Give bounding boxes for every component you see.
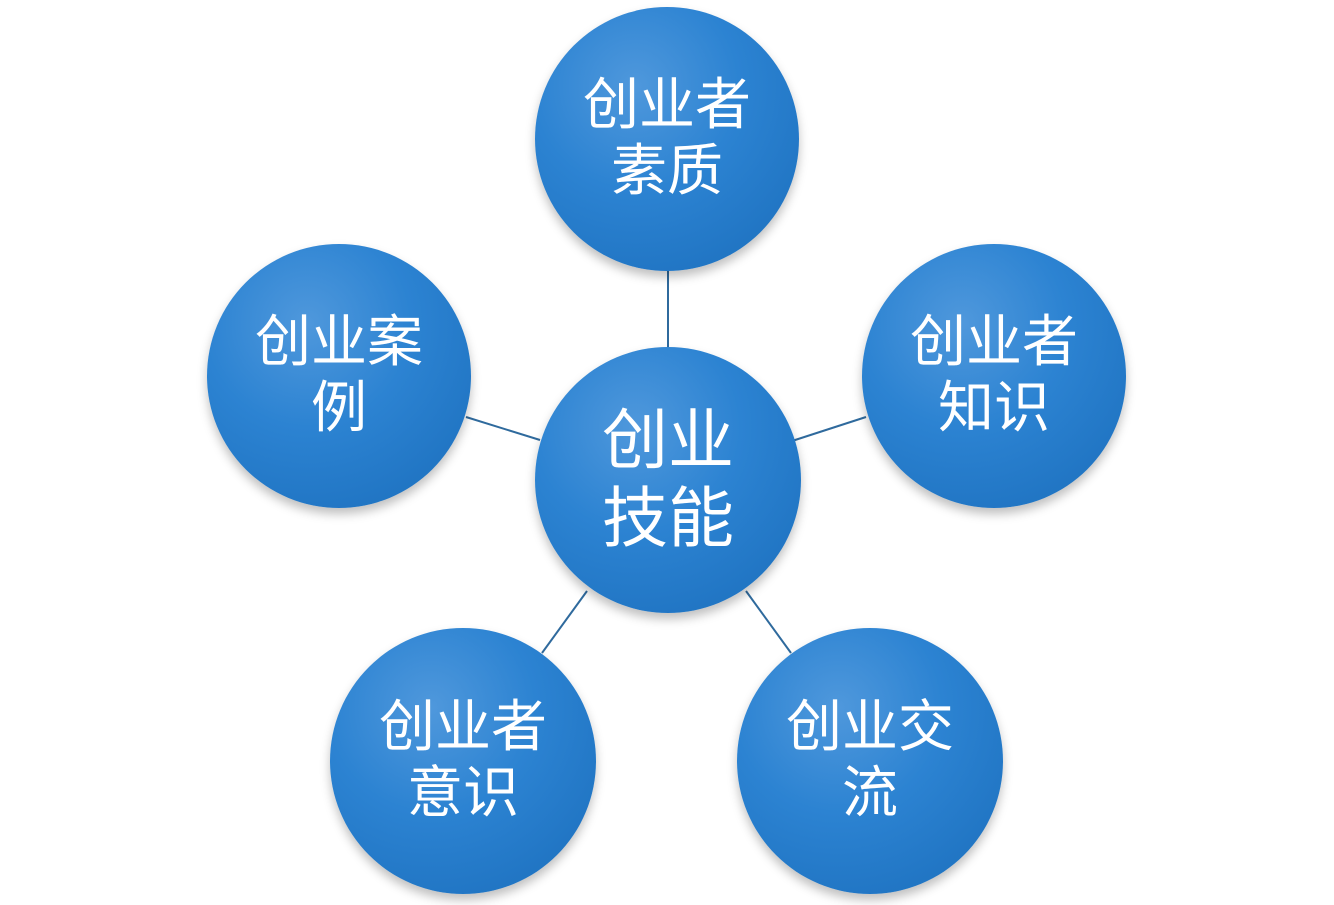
connector-left [465,416,541,441]
node-left-line-2: 例 [311,376,367,441]
node-top-line-1: 创业者 [583,72,751,138]
node-top-line-2: 素质 [611,139,723,204]
node-bottom-left-line-2: 意识 [407,761,519,826]
node-bottom-right-line-2: 流 [842,761,898,826]
node-right-line-1: 创业者 [910,309,1078,375]
connector-bottom-left [541,590,588,654]
node-entrepreneur-quality: 创业者 素质 [535,7,799,271]
node-left-line-1: 创业案 [255,309,423,375]
node-bottom-left-line-1: 创业者 [379,694,547,760]
node-bottom-right-line-1: 创业交 [786,694,954,760]
node-center-line-1: 创业 [602,402,734,480]
connector-bottom-right [745,590,792,654]
node-entrepreneurial-skills: 创业 技能 [535,347,801,613]
node-right-line-2: 知识 [938,376,1050,441]
node-entrepreneur-knowledge: 创业者 知识 [862,244,1126,508]
node-center-line-2: 技能 [602,480,734,557]
node-entrepreneur-awareness: 创业者 意识 [330,628,596,894]
node-entrepreneur-exchange: 创业交 流 [737,628,1003,894]
connector-right [791,416,867,442]
node-entrepreneur-cases: 创业案 例 [207,244,471,508]
